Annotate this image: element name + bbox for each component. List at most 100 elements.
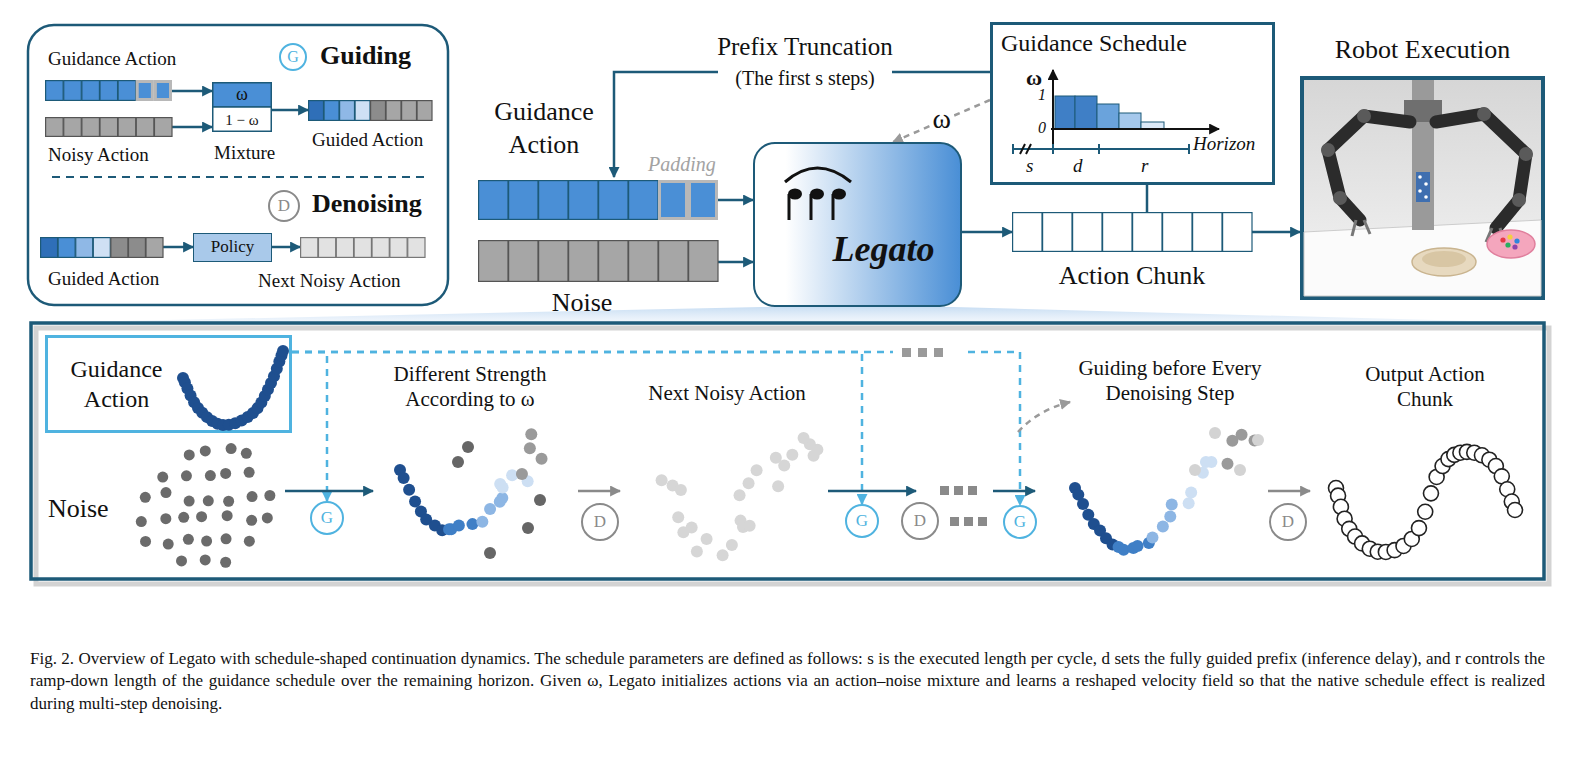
dimension-line (1013, 148, 1189, 150)
schedule-bar (1097, 104, 1119, 129)
noise-dot (462, 441, 474, 453)
node-art (300, 237, 425, 258)
node-art (478, 180, 718, 220)
connector (292, 352, 862, 504)
node-sublabel: 1 − ω (212, 107, 272, 132)
noise-dot (184, 449, 195, 460)
noise-dot (184, 496, 195, 507)
action-dot (453, 519, 465, 531)
annotation-label: Output Action Chunk (1350, 362, 1500, 412)
action-cell (689, 241, 718, 282)
note-stem (810, 194, 813, 220)
callout-arrow (1018, 402, 1070, 432)
connector (272, 246, 300, 249)
connector (1146, 185, 1149, 212)
action-cell (93, 238, 110, 258)
noise-dot (181, 470, 192, 481)
connector (272, 109, 308, 112)
noise-dot (226, 443, 237, 454)
schedule-bar (1119, 113, 1141, 129)
node-label: Guidance Schedule (1001, 29, 1266, 58)
noise-dot (726, 539, 738, 551)
noise-dot (221, 533, 232, 544)
node-sublabel: Horizon (1193, 133, 1268, 156)
action-cell (417, 101, 432, 121)
connector (893, 100, 990, 142)
action-cell (1073, 213, 1102, 252)
noise-dot (183, 534, 194, 545)
flow-arrow (1268, 490, 1310, 493)
action-dot (1205, 456, 1217, 468)
dimension-tick (1098, 144, 1100, 154)
legend-panel (28, 25, 448, 305)
noise-dot (656, 474, 668, 486)
noise-dot (163, 539, 174, 550)
action-sequence: Next Noisy Action (300, 237, 425, 258)
marker-plate (1416, 172, 1430, 202)
noise-dot (244, 467, 255, 478)
action-cell (1043, 213, 1072, 252)
process-box: ω1 − ωMixture (212, 82, 272, 132)
noise-dot (744, 520, 756, 532)
action-cell (309, 101, 324, 121)
table (1304, 220, 1541, 296)
bead (1500, 237, 1505, 242)
connector (163, 246, 193, 249)
connector (172, 90, 212, 93)
bowl (1412, 248, 1476, 276)
noise-dot (241, 448, 252, 459)
node-art (478, 240, 718, 282)
node-sublabel: Mixture (214, 142, 304, 165)
process-box: Robot Execution (1300, 76, 1545, 300)
annotation-label: Next Noisy Action (622, 381, 832, 406)
node-label: Action Chunk (1032, 260, 1232, 291)
noise-dot (244, 536, 255, 547)
break-mark (1026, 144, 1031, 154)
action-cell (408, 238, 425, 258)
noise-dot (140, 492, 151, 503)
annotation-label: Prefix Truncation (690, 32, 920, 62)
action-cell (46, 81, 64, 101)
action-dot (516, 468, 528, 480)
ellipsis-square (902, 348, 911, 357)
step-circle: D (581, 503, 619, 541)
action-cell (629, 181, 658, 220)
connector (292, 352, 1020, 505)
noise-dot (701, 533, 713, 545)
noise-dot (203, 495, 214, 506)
node-art (45, 80, 172, 101)
node-label: Legato (811, 228, 956, 271)
action-dot (1221, 458, 1233, 470)
noise-dot (178, 512, 189, 523)
node-label: Guided Action (48, 268, 178, 291)
action-sequence: Guidance ActionPadding (478, 180, 718, 220)
node-sublabel: r (1141, 155, 1155, 178)
gap-patch (893, 343, 965, 361)
action-dot (1146, 532, 1158, 544)
node-art (308, 100, 432, 121)
action-cell (76, 238, 93, 258)
node-label: G (312, 503, 342, 533)
action-cell (64, 118, 82, 137)
action-cell (318, 238, 335, 258)
noise-dot (246, 515, 257, 526)
noise-dot (200, 445, 211, 456)
robot-arm (1436, 114, 1526, 228)
noise-dot (205, 470, 216, 481)
noise-dot (222, 510, 233, 521)
annotation-label: Guiding before Every Denoising Step (1045, 356, 1295, 406)
action-cell (539, 241, 568, 282)
step-circle: G (845, 504, 879, 538)
node-sublabel: d (1073, 155, 1087, 178)
noise-dot (176, 555, 187, 566)
node-art (45, 117, 172, 137)
action-cell (41, 238, 58, 258)
node-label: Guidance Action (54, 354, 179, 414)
marker-dot (1418, 189, 1422, 193)
noise-dot (220, 557, 231, 568)
action-dot (524, 442, 536, 454)
break-mark (1020, 144, 1025, 154)
action-cell (599, 181, 628, 220)
action-cell (371, 101, 386, 121)
noise-dot (751, 464, 763, 476)
